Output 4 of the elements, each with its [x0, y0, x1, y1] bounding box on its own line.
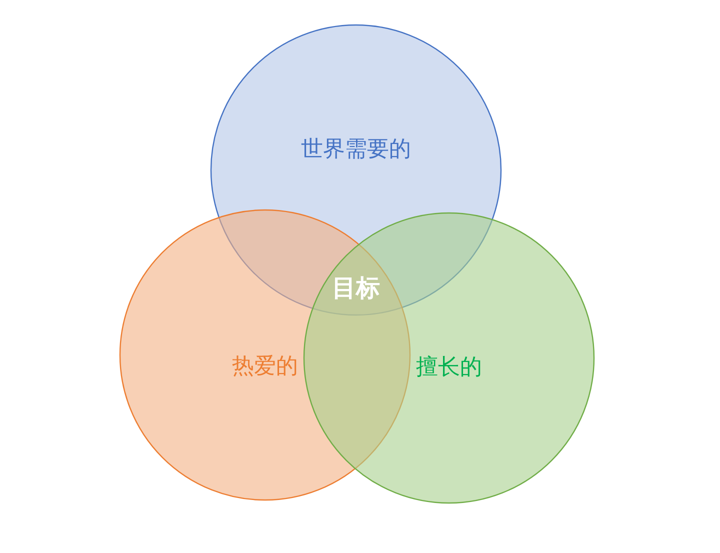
circle-label: 世界需要的 [301, 136, 411, 164]
overlap-label: 目标 [332, 273, 380, 304]
circle-label: 擅长的 [416, 354, 482, 382]
circle-label: 热爱的 [232, 353, 298, 381]
